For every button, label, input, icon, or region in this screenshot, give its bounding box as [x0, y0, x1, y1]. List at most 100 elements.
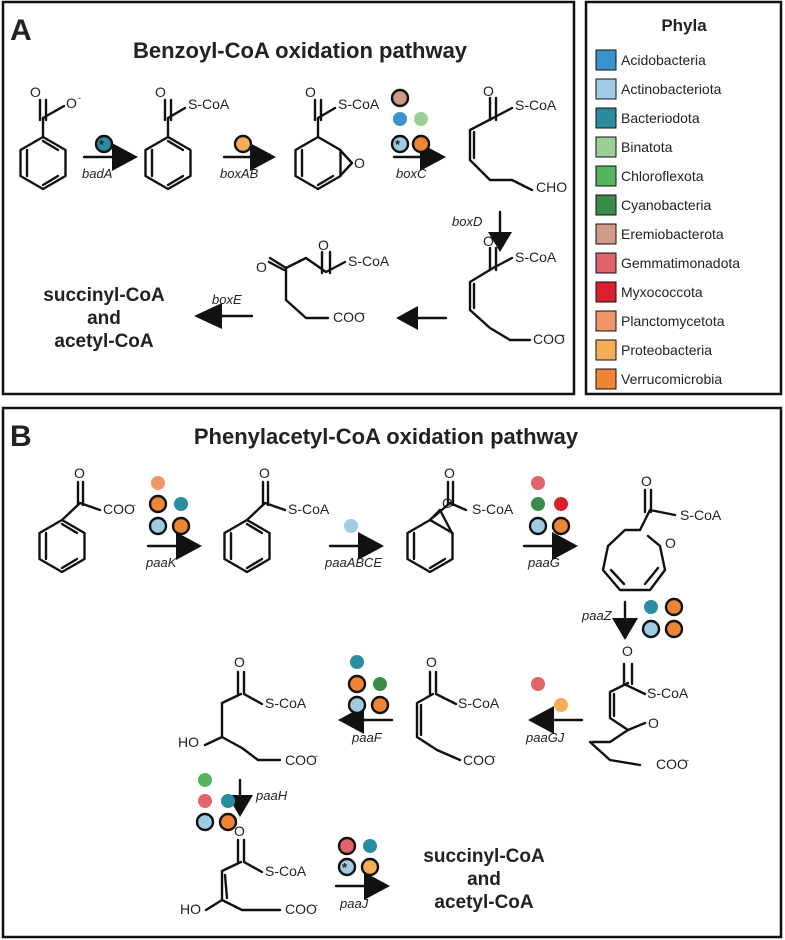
- paaABCE-phyla-dots: [344, 519, 358, 533]
- legend-swatch: [595, 252, 617, 274]
- arrow-paak: paaK: [145, 532, 202, 570]
- panel-b-title: Phenylacetyl-CoA oxidation pathway: [194, 424, 579, 449]
- panel-b-letter: B: [10, 420, 32, 453]
- svg-text:boxC: boxC: [396, 166, 427, 181]
- legend-item-label: Eremiobacterota: [621, 226, 724, 242]
- svg-text:boxE: boxE: [212, 292, 242, 307]
- svg-text:paaH: paaH: [255, 788, 288, 803]
- svg-text:COO: COO: [333, 309, 365, 325]
- paagj-product-molecule: O S-CoA COO -: [415, 654, 500, 768]
- legend-swatch: [595, 78, 617, 100]
- legend-item-label: Gemmatimonadota: [621, 255, 740, 271]
- svg-text:S-CoA: S-CoA: [188, 96, 230, 112]
- svg-text:O: O: [483, 233, 494, 249]
- svg-text:COO: COO: [533, 331, 565, 347]
- oxepin-coa-molecule: O O S-CoA: [601, 473, 722, 592]
- legend-item-label: Planctomycetota: [621, 313, 725, 329]
- legend-swatch: [595, 136, 617, 158]
- svg-text:CHO: CHO: [536, 179, 567, 195]
- phenylacetate-molecule: O COO -: [38, 465, 136, 574]
- svg-text:O: O: [155, 84, 166, 100]
- paaG-phyla-dots: [528, 476, 571, 536]
- svg-text:O: O: [648, 715, 659, 731]
- svg-text:-: -: [78, 93, 81, 103]
- arrow-boxab: boxAB: [220, 143, 276, 181]
- svg-text:-: -: [493, 751, 496, 761]
- svg-text:boxD: boxD: [452, 214, 482, 229]
- svg-text:S-CoA: S-CoA: [458, 695, 500, 711]
- legend-swatch: [595, 339, 617, 361]
- arrow-bada: badA: [82, 143, 138, 181]
- svg-text:*: *: [342, 860, 348, 875]
- svg-text:-: -: [315, 900, 318, 910]
- paaH-phyla-dots: [195, 773, 238, 832]
- arrow-paaj: paaJ: [334, 872, 390, 911]
- boxc-product-molecule: O S-CoA CHO: [468, 83, 567, 195]
- svg-text:O: O: [318, 237, 329, 253]
- badA-phyla-dots: *: [94, 134, 114, 154]
- svg-text:*: *: [99, 137, 105, 152]
- svg-text:O: O: [305, 84, 316, 100]
- svg-text:O: O: [444, 465, 455, 481]
- svg-text:O: O: [234, 823, 245, 839]
- legend-item-label: Acidobacteria: [621, 52, 706, 68]
- arrow-to-boxe-substrate: [396, 306, 448, 330]
- arrow-paaabce: paaABCE: [324, 532, 384, 570]
- svg-text:-: -: [315, 751, 318, 761]
- paaz-product-molecule: O S-CoA O COO -: [588, 643, 689, 772]
- svg-text:O: O: [622, 643, 633, 659]
- svg-text:HO: HO: [178, 734, 199, 750]
- svg-text:COO: COO: [285, 752, 317, 768]
- legend-title: Phyla: [661, 16, 707, 35]
- svg-text:COO: COO: [656, 756, 688, 772]
- boxd-product-molecule: O S-CoA COO -: [468, 233, 565, 347]
- arrow-boxd: boxD: [452, 210, 512, 252]
- legend-frame: [584, 0, 783, 396]
- svg-text:paaJ: paaJ: [339, 896, 369, 911]
- benzoyl-coa-molecule: O S-CoA: [144, 84, 230, 191]
- svg-text:paaABCE: paaABCE: [324, 555, 382, 570]
- boxAB-phyla-dots: [233, 134, 253, 154]
- svg-text:-: -: [133, 500, 136, 510]
- svg-text:paaF: paaF: [351, 730, 383, 745]
- svg-text:O: O: [641, 473, 652, 489]
- svg-text:-: -: [686, 755, 689, 765]
- boxe-substrate-molecule: O S-CoA O COO -: [256, 237, 390, 325]
- svg-text:S-CoA: S-CoA: [265, 695, 307, 711]
- benzoate-molecule: O O -: [19, 84, 81, 191]
- svg-text:O: O: [354, 155, 365, 171]
- svg-text:S-CoA: S-CoA: [472, 501, 514, 517]
- paaK-phyla-dots: [148, 476, 191, 536]
- epoxybenzoyl-coa-molecule: O O S-CoA: [294, 84, 380, 191]
- svg-text:S-CoA: S-CoA: [265, 863, 307, 879]
- legend-swatch: [595, 49, 617, 71]
- paaGJ-phyla-dots: [531, 677, 568, 712]
- legend-item-label: Verrucomicrobia: [621, 371, 722, 387]
- legend-swatch: [595, 281, 617, 303]
- legend-swatch: [595, 368, 617, 390]
- svg-text:O: O: [74, 465, 85, 481]
- boxC-phyla-dots: *: [390, 88, 431, 154]
- svg-text:O: O: [665, 535, 676, 551]
- arrow-paag: paaG: [522, 532, 578, 570]
- paaJ-phyla-dots: *: [337, 836, 380, 877]
- svg-text:O: O: [234, 654, 245, 670]
- svg-text:HO: HO: [180, 901, 201, 917]
- panel-a-title: Benzoyl-CoA oxidation pathway: [133, 38, 468, 63]
- svg-text:paaK: paaK: [145, 555, 178, 570]
- svg-text:S-CoA: S-CoA: [515, 249, 557, 265]
- svg-text:-: -: [562, 330, 565, 340]
- svg-text:S-CoA: S-CoA: [338, 96, 380, 112]
- arrow-boxe: boxE: [194, 292, 254, 329]
- panel-a-product-line-2: and: [87, 308, 121, 329]
- panel-a-product-line-3: acetyl-CoA: [54, 331, 154, 352]
- legend-item-label: Binatota: [621, 139, 673, 155]
- svg-text:paaGJ: paaGJ: [525, 730, 565, 745]
- arrow-paah: paaH: [227, 778, 288, 817]
- arrow-paaz: paaZ: [581, 600, 638, 640]
- paaZ-phyla-dots: [641, 597, 684, 639]
- arrow-paagj: paaGJ: [525, 706, 584, 745]
- paaF-phyla-dots: [347, 655, 390, 715]
- svg-text:S-CoA: S-CoA: [647, 685, 689, 701]
- panel-b-frame: [1, 406, 783, 939]
